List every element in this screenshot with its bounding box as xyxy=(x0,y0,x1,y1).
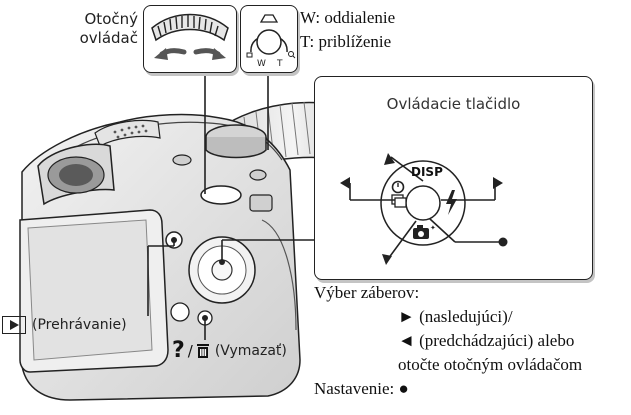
selection-title: Výber záberov: xyxy=(314,283,420,302)
zoom-t-mark: T xyxy=(276,59,283,69)
delete-label: ? / (Vymazať) xyxy=(172,338,287,363)
wide-icon xyxy=(246,52,253,58)
zoom-w-label: W: oddialenie xyxy=(300,8,396,27)
up-arrow-icon xyxy=(384,153,395,165)
scene-camera-icon: ✦ xyxy=(413,224,436,239)
leader-lines xyxy=(147,72,314,340)
playback-label: (Prehrávanie) xyxy=(2,316,127,334)
control-dial-inset xyxy=(143,5,237,73)
zoom-labels: W: oddialenie T: priblíženie xyxy=(300,6,395,54)
control-dial-icon xyxy=(151,13,229,60)
selection-prev: ◄ (predchádzajúci) alebo xyxy=(398,331,575,350)
playback-text: (Prehrávanie) xyxy=(32,317,127,333)
control-dial-label-line1: Otočný xyxy=(84,10,139,28)
help-icon: ? xyxy=(172,338,185,363)
center-dot-icon xyxy=(498,237,508,247)
delete-text: (Vymazať) xyxy=(214,343,287,359)
left-arrow-icon xyxy=(340,177,350,189)
flash-icon xyxy=(446,190,457,215)
playback-pointer-dot xyxy=(171,237,177,243)
settings-symbol: ● xyxy=(398,379,409,398)
delete-pointer-dot xyxy=(202,315,208,321)
selection-next: ► (nasledujúci)/ xyxy=(398,307,513,326)
control-dial-label-line2: ovládač xyxy=(79,29,138,47)
zoom-t-label: T: priblíženie xyxy=(300,32,392,51)
disp-label: DISP xyxy=(411,165,443,179)
selection-dial: otočte otočným ovládačom xyxy=(398,355,583,374)
self-timer-icon xyxy=(391,180,407,208)
tele-icon xyxy=(288,51,294,57)
control-dial-label: Otočný ovládač xyxy=(64,10,138,48)
down-arrow-icon xyxy=(382,254,392,265)
playback-icon xyxy=(2,316,26,334)
selection-instructions: Výber záberov: ► (nasledujúci)/ ◄ (predc… xyxy=(314,281,629,401)
svg-text:✦: ✦ xyxy=(430,224,436,232)
control-button-diagram: DISP ✦ xyxy=(340,153,508,265)
zoom-lever-icon: W T xyxy=(246,14,296,69)
zoom-w-mark: W xyxy=(257,59,266,69)
camera-body xyxy=(19,113,301,401)
settings-label: Nastavenie: xyxy=(314,379,395,398)
settings-line: Nastavenie: ● xyxy=(314,377,629,401)
control-button-title: Ovládacie tlačidlo xyxy=(386,95,521,113)
control-button-inset: Ovládacie tlačidlo DISP xyxy=(314,76,593,280)
trash-icon xyxy=(196,344,209,358)
right-arrow-icon xyxy=(493,177,503,189)
zoom-lever-inset: W T xyxy=(240,5,298,73)
wheel-pointer-dot xyxy=(219,259,225,265)
